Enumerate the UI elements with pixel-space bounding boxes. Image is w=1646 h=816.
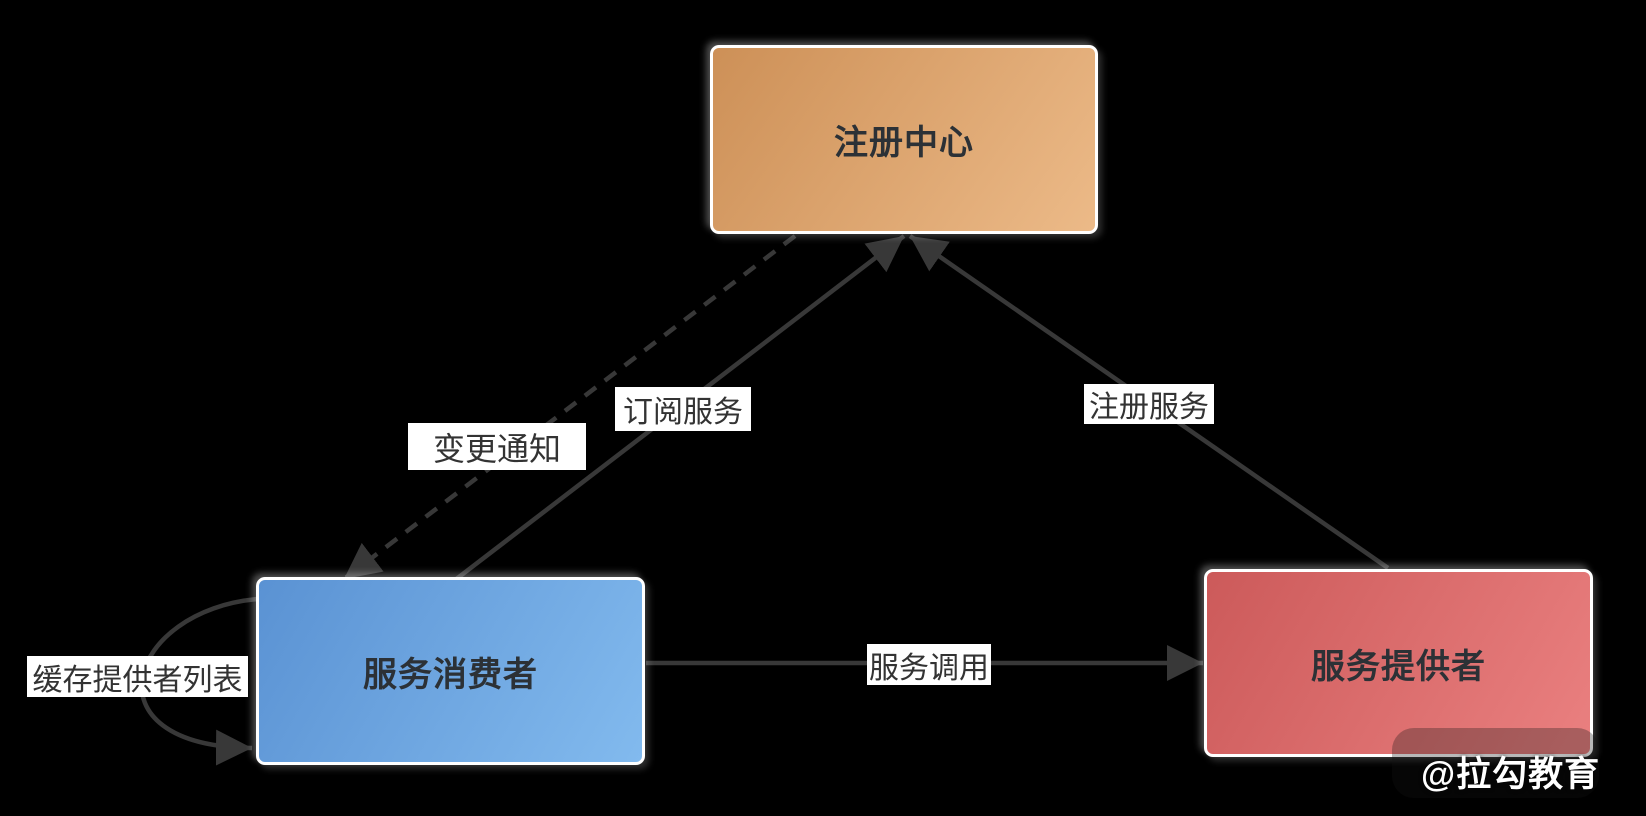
node-provider: 服务提供者: [1204, 569, 1593, 757]
node-consumer: 服务消费者: [256, 577, 645, 765]
watermark-text: @拉勾教育: [1421, 755, 1601, 794]
edge-label-cache: 缓存提供者列表: [27, 656, 248, 697]
edge-label-subscribe: 订阅服务: [615, 387, 751, 431]
edge-label-invoke: 服务调用: [867, 644, 991, 685]
node-registry-label: 注册中心: [834, 124, 974, 162]
node-consumer-label: 服务消费者: [363, 655, 538, 694]
node-registry: 注册中心: [710, 45, 1098, 234]
edge-notify-line: [342, 234, 797, 581]
node-provider-label: 服务提供者: [1311, 647, 1486, 686]
edge-label-register: 注册服务: [1084, 384, 1214, 424]
watermark-panel: [1392, 728, 1599, 798]
edge-label-notify: 变更通知: [408, 423, 586, 470]
